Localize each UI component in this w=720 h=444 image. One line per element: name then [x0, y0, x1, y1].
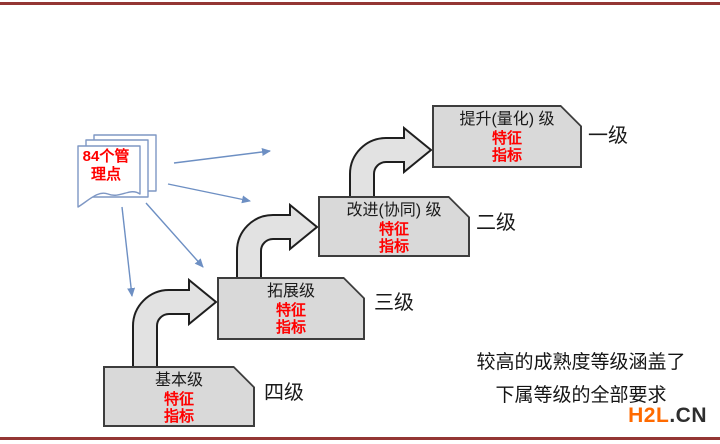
- management-points-line1: 84个管: [82, 148, 130, 165]
- management-points-label: 84个管 理点: [72, 148, 140, 184]
- level-3-title: 拓展级: [266, 283, 315, 300]
- level-box-2-inner: 改进(协同) 级 特征 指标: [320, 198, 468, 255]
- doc-arrow-upper-right: [173, 148, 271, 164]
- watermark-suffix: .CN: [669, 404, 707, 427]
- stacked-pages-icon: [77, 134, 157, 208]
- level-4-title: 基本级: [154, 372, 203, 389]
- grade-label-2: 二级: [476, 212, 516, 234]
- doc-arrow-lower-right: [145, 202, 204, 268]
- grade-label-4: 四级: [264, 382, 304, 404]
- level-1-feature: 特征: [491, 130, 522, 147]
- step-arrow-level2-to-level1: [349, 125, 433, 199]
- level-1-title: 提升(量化) 级: [459, 111, 555, 128]
- level-box-2: 改进(协同) 级 特征 指标: [318, 196, 470, 257]
- level-3-feature: 特征: [275, 302, 306, 319]
- management-points-line2: 理点: [90, 166, 121, 183]
- grade-label-3: 三级: [374, 292, 414, 314]
- management-points-note: 84个管 理点: [70, 133, 170, 221]
- watermark-brand: H2L: [628, 404, 670, 427]
- level-box-4-inner: 基本级 特征 指标: [105, 368, 253, 425]
- level-2-title: 改进(协同) 级: [346, 202, 442, 219]
- doc-arrow-right: [167, 183, 251, 204]
- level-4-feature: 特征: [163, 391, 194, 408]
- level-box-1: 提升(量化) 级 特征 指标: [432, 105, 582, 168]
- caption: 较高的成熟度等级涵盖了 下属等级的全部要求: [455, 346, 707, 412]
- caption-line1: 较高的成熟度等级涵盖了: [476, 352, 686, 373]
- level-box-4: 基本级 特征 指标: [103, 366, 255, 427]
- level-2-indicator: 指标: [378, 238, 409, 255]
- grade-label-1: 一级: [588, 125, 628, 147]
- caption-line2: 下属等级的全部要求: [495, 385, 667, 406]
- doc-arrow-down: [121, 206, 136, 297]
- level-box-3-inner: 拓展级 特征 指标: [219, 279, 363, 338]
- top-rule: [0, 2, 720, 5]
- level-4-indicator: 指标: [163, 408, 194, 425]
- step-arrow-level3-to-level2: [236, 202, 319, 281]
- level-box-1-inner: 提升(量化) 级 特征 指标: [434, 107, 580, 166]
- level-3-indicator: 指标: [275, 319, 306, 336]
- step-arrow-level4-to-level3: [132, 277, 218, 369]
- bottom-rule: [0, 437, 720, 440]
- watermark: H2L.CN: [628, 404, 707, 428]
- level-box-3: 拓展级 特征 指标: [217, 277, 365, 340]
- level-1-indicator: 指标: [491, 147, 522, 164]
- level-2-feature: 特征: [378, 221, 409, 238]
